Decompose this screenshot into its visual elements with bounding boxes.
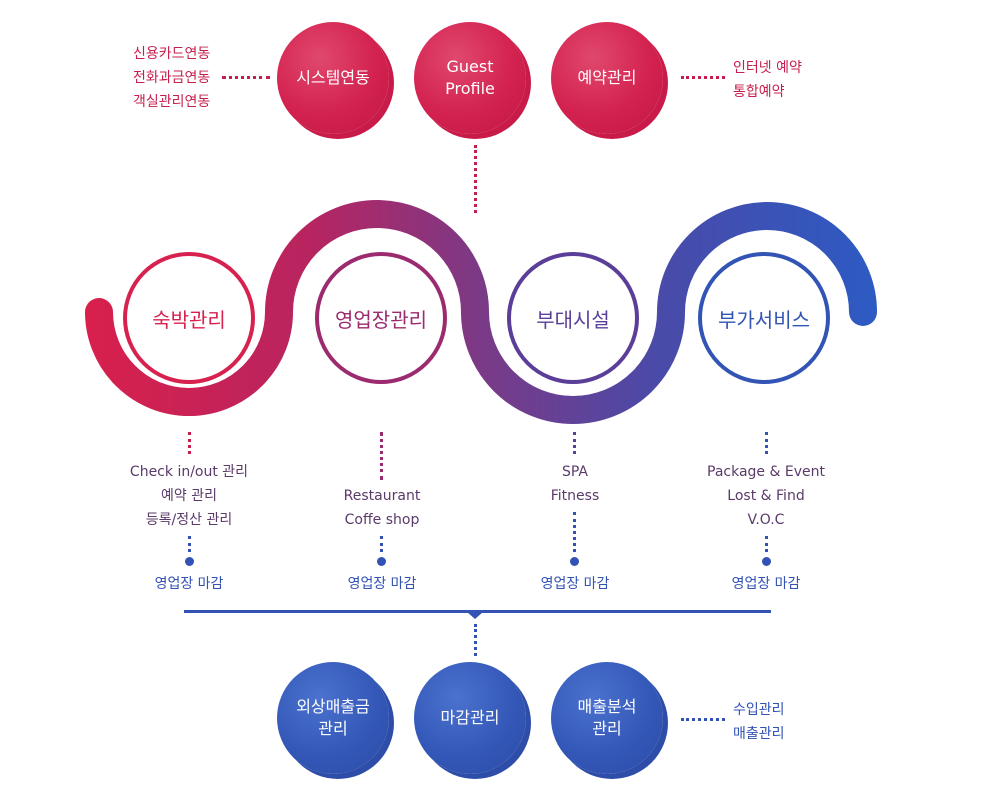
dotted-line-profile	[474, 145, 477, 213]
dotted-line-col1	[188, 432, 191, 454]
integration-notes: 신용카드연동 전화과금연동 객실관리연동	[133, 42, 210, 114]
system-integration-circle: 시스템연동	[277, 22, 389, 134]
sales-analysis-circle: 매출분석 관리	[551, 662, 663, 774]
services-items: Package & Event Lost & Find V.O.C	[686, 460, 846, 532]
guest-profile-label: Guest Profile	[445, 57, 495, 98]
note-phone-billing: 전화과금연동	[133, 70, 211, 86]
note-integrated-reservation: 통합예약	[733, 84, 785, 100]
dot-col1	[185, 557, 194, 566]
receivables-label: 외상매출금 관리	[296, 697, 370, 738]
dot-col4	[762, 557, 771, 566]
wave-path	[85, 200, 877, 424]
note-internet-reservation: 인터넷 예약	[733, 60, 802, 76]
dotted-line-col4-b	[765, 536, 768, 552]
item-fitness: Fitness	[550, 488, 600, 504]
bar-notch	[467, 612, 483, 619]
item-coffee-shop: Coffe shop	[344, 512, 420, 528]
outlet-items: Restaurant Coffe shop	[302, 484, 462, 532]
close-col3: 영업장 마감	[540, 576, 610, 592]
system-integration-label: 시스템연동	[296, 68, 370, 87]
sales-analysis-label: 매출분석 관리	[577, 697, 637, 738]
module-services-circle: 부가서비스	[698, 252, 830, 384]
dot-col3	[570, 557, 579, 566]
note-room-management: 객실관리연동	[133, 94, 211, 110]
dotted-line-right	[681, 76, 725, 79]
receivables-circle: 외상매출금 관리	[277, 662, 389, 774]
note-income: 수입관리	[733, 702, 785, 718]
facilities-items: SPA Fitness	[495, 460, 655, 508]
item-reservation: 예약 관리	[161, 488, 217, 504]
reservation-notes: 인터넷 예약 통합예약	[733, 56, 802, 104]
sales-notes: 수입관리 매출관리	[733, 698, 785, 746]
dotted-line-col2	[380, 432, 383, 480]
dotted-line-left	[222, 76, 270, 79]
item-spa: SPA	[561, 464, 588, 480]
item-lost-find: Lost & Find	[727, 488, 805, 504]
dotted-line-bottom-right	[681, 718, 725, 721]
dotted-line-bottom	[474, 624, 477, 656]
closing-circle: 마감관리	[414, 662, 526, 774]
lodging-items: Check in/out 관리 예약 관리 등록/정산 관리	[109, 460, 269, 532]
dotted-line-col3	[573, 432, 576, 454]
module-lodging-circle: 숙박관리	[123, 252, 255, 384]
dotted-line-col2-b	[380, 536, 383, 552]
close-col2: 영업장 마감	[347, 576, 417, 592]
module-outlet-label: 영업장관리	[335, 307, 427, 332]
module-outlet-circle: 영업장관리	[315, 252, 447, 384]
guest-profile-circle: Guest Profile	[414, 22, 526, 134]
item-checkin: Check in/out 관리	[129, 464, 249, 480]
module-services-label: 부가서비스	[718, 307, 810, 332]
dot-col2	[377, 557, 386, 566]
note-credit-card: 신용카드연동	[133, 46, 211, 62]
module-lodging-label: 숙박관리	[152, 307, 226, 332]
closing-label: 마감관리	[440, 708, 500, 727]
reservation-circle: 예약관리	[551, 22, 663, 134]
reservation-label: 예약관리	[577, 68, 637, 87]
dotted-line-col1-b	[188, 536, 191, 552]
item-restaurant: Restaurant	[343, 488, 421, 504]
module-facilities-circle: 부대시설	[507, 252, 639, 384]
close-col1: 영업장 마감	[154, 576, 224, 592]
item-package-event: Package & Event	[707, 464, 825, 480]
item-registration: 등록/정산 관리	[145, 512, 233, 528]
horizontal-bar	[184, 610, 771, 613]
item-voc: V.O.C	[747, 512, 785, 528]
module-facilities-label: 부대시설	[536, 307, 610, 332]
dotted-line-col3-b	[573, 512, 576, 552]
dotted-line-col4	[765, 432, 768, 454]
note-sales: 매출관리	[733, 726, 785, 742]
close-col4: 영업장 마감	[731, 576, 801, 592]
